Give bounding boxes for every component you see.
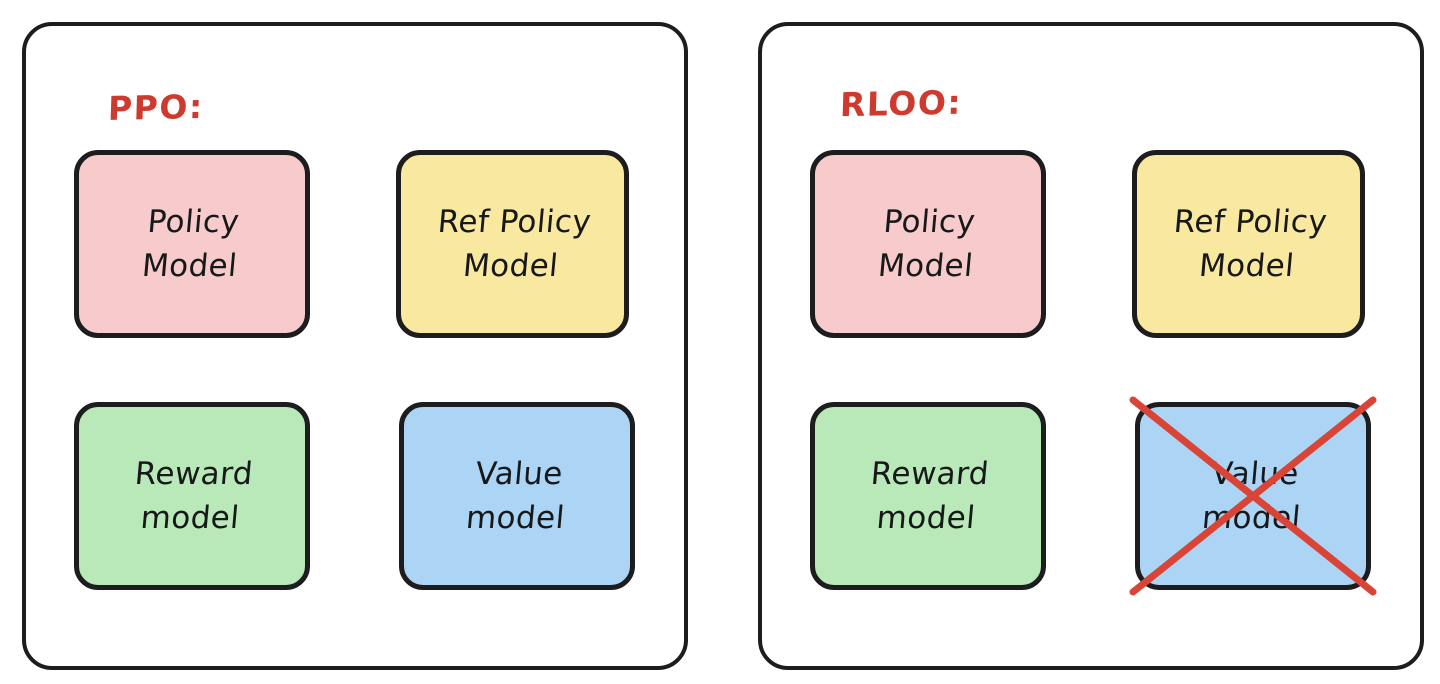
model-box-label: Policy Model bbox=[876, 203, 978, 284]
model-box-label: Ref Policy Model bbox=[1172, 203, 1329, 284]
model-box-label: Value model bbox=[464, 455, 566, 536]
model-box-label: Policy Model bbox=[140, 203, 242, 284]
model-box-ppo-value: Value model bbox=[399, 402, 635, 590]
model-box-ppo-reward: Reward model bbox=[74, 402, 310, 590]
model-box-rloo-value: Value model bbox=[1135, 402, 1371, 590]
model-box-rloo-reward: Reward model bbox=[810, 402, 1046, 590]
model-box-rloo-policy: Policy Model bbox=[810, 150, 1046, 338]
panel-ppo: PPO: Policy Model Ref Policy Model Rewar… bbox=[22, 22, 688, 670]
panel-title-rloo: RLOO: bbox=[839, 82, 963, 125]
model-box-ppo-policy: Policy Model bbox=[74, 150, 310, 338]
model-box-label: Reward model bbox=[133, 455, 255, 536]
model-box-label: Ref Policy Model bbox=[436, 203, 593, 284]
model-box-ppo-ref-policy: Ref Policy Model bbox=[396, 150, 629, 338]
model-box-label: Reward model bbox=[869, 455, 991, 536]
model-box-rloo-ref-policy: Ref Policy Model bbox=[1132, 150, 1365, 338]
panel-title-ppo: PPO: bbox=[107, 87, 205, 128]
panel-rloo: RLOO: Policy Model Ref Policy Model Rewa… bbox=[758, 22, 1424, 670]
model-box-label: Value model bbox=[1200, 455, 1302, 536]
